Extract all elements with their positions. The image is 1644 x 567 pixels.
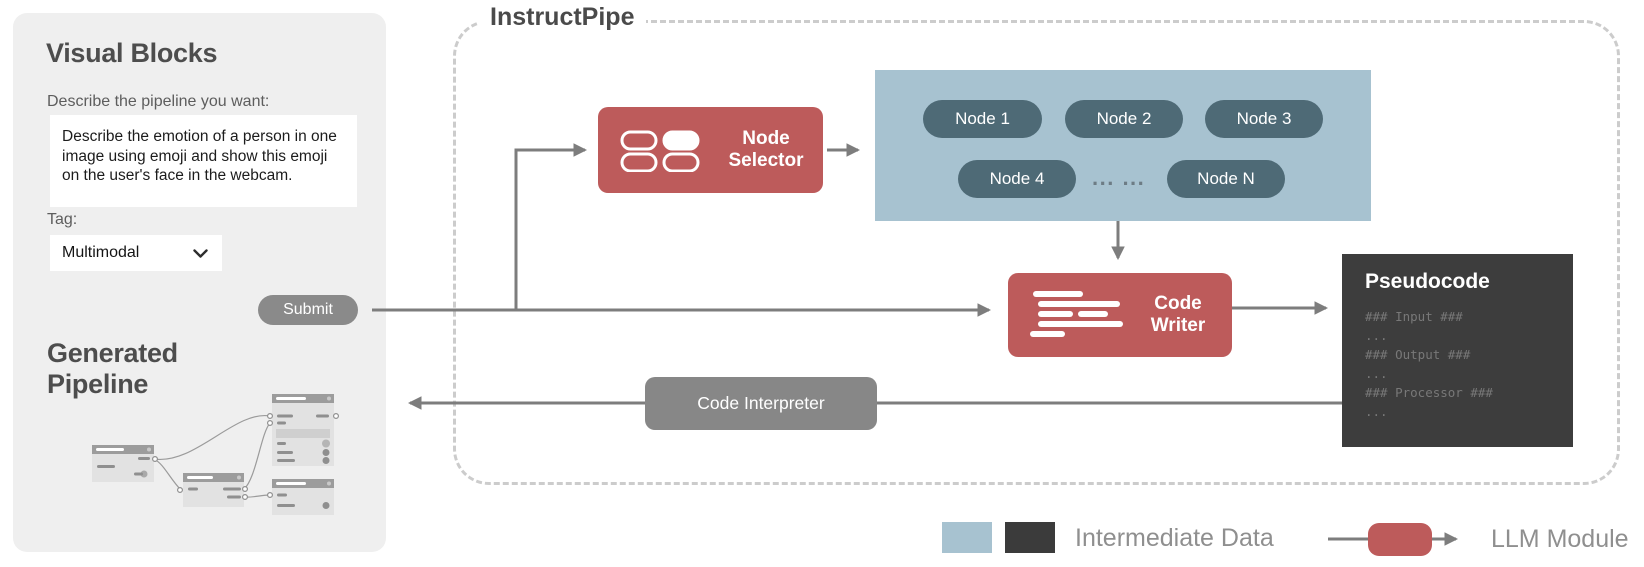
tag-label: Tag: <box>47 211 78 228</box>
generated-pipeline-preview <box>92 394 340 515</box>
legend-intermediate-label: Intermediate Data <box>1075 524 1274 552</box>
node-pill-1: Node 1 <box>923 100 1042 138</box>
code-writer-block: Code Writer <box>1008 273 1232 357</box>
instructpipe-title: InstructPipe <box>478 3 647 32</box>
legend-intermediate-dark-swatch <box>1005 522 1055 553</box>
code-writer-label: Code Writer <box>1150 292 1206 336</box>
visual-blocks-panel: Visual Blocks Describe the pipeline you … <box>13 13 386 552</box>
generated-pipeline-title: Generated Pipeline <box>47 338 178 400</box>
pill-grid-icon <box>620 130 700 172</box>
code-interpreter-block: Code Interpreter <box>645 377 877 430</box>
pseudocode-title: Pseudocode <box>1365 270 1490 293</box>
pseudocode-line: ### Output ### <box>1365 347 1471 362</box>
instructpipe-boundary <box>453 20 1620 485</box>
pseudocode-line: ### Processor ### <box>1365 385 1493 400</box>
legend-llm-module-swatch <box>1368 523 1432 556</box>
node-candidates-box <box>875 70 1371 221</box>
node-pill-n: Node N <box>1167 160 1285 198</box>
pseudocode-line: ... <box>1365 366 1388 381</box>
legend-llm-label: LLM Module <box>1491 525 1629 553</box>
tag-select-value: Multimodal <box>62 244 140 261</box>
node-selector-block: Node Selector <box>598 107 823 193</box>
node-ellipsis: ... ... <box>1092 165 1146 190</box>
node-pill-4: Node 4 <box>958 160 1076 198</box>
pipeline-description-input[interactable]: Describe the emotion of a person in one … <box>50 115 357 207</box>
chevron-down-icon <box>193 248 208 258</box>
pseudocode-line: ### Input ### <box>1365 309 1463 324</box>
describe-label: Describe the pipeline you want: <box>47 93 270 110</box>
code-lines-icon <box>1030 291 1123 337</box>
submit-button[interactable]: Submit <box>258 295 358 325</box>
pseudocode-block: Pseudocode ### Input ### ... ### Output … <box>1342 254 1573 447</box>
tag-select[interactable]: Multimodal <box>50 235 222 271</box>
panel-title: Visual Blocks <box>46 38 218 68</box>
node-pill-3: Node 3 <box>1205 100 1323 138</box>
pseudocode-line: ... <box>1365 328 1388 343</box>
node-selector-label: Node Selector <box>728 127 804 171</box>
node-pill-2: Node 2 <box>1065 100 1183 138</box>
legend-intermediate-blue-swatch <box>942 522 992 553</box>
pseudocode-line: ... <box>1365 404 1388 419</box>
